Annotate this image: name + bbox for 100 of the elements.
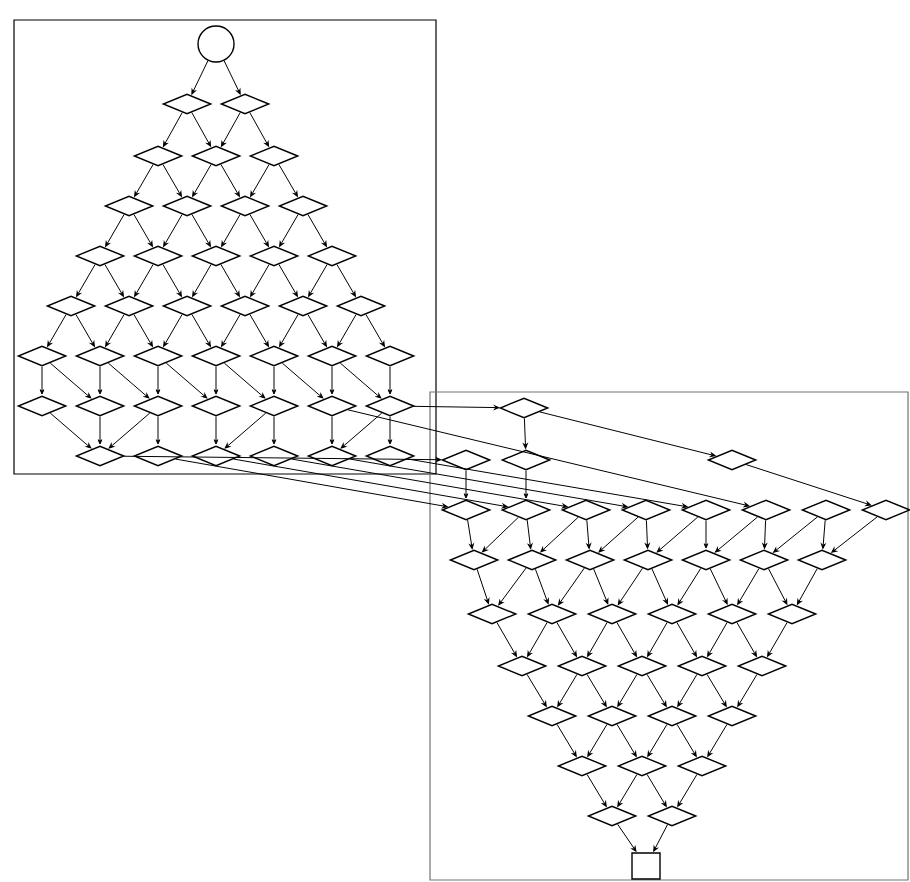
arrow [233,458,508,509]
arrow [365,314,385,347]
arrow [307,314,327,347]
arrow [279,314,299,347]
arrow [706,674,727,707]
arrow [107,362,150,399]
arrow [347,409,750,508]
arrow [656,516,699,553]
arrow [191,60,209,95]
arrow [526,519,533,550]
arrow [586,519,592,549]
arrow [155,416,161,445]
arrow [498,567,527,606]
arrow [192,164,212,197]
arrow [703,520,709,549]
arrow [340,412,383,449]
arrow [191,214,211,247]
arrow [329,366,335,395]
arrow [556,724,577,757]
arrow [192,264,212,297]
arrow [278,164,298,197]
arrow [539,411,716,457]
arrow [105,314,125,347]
arrow [651,568,668,605]
circle-node [197,25,235,63]
arrow [104,264,124,297]
arrow [49,362,92,399]
arrow [76,264,96,297]
arrow [773,516,818,553]
arrow [653,824,668,852]
arrow [540,516,579,553]
arrow [221,214,241,247]
arrow [224,412,267,449]
arrow [97,366,103,395]
arrow [677,674,698,707]
arrow [407,458,688,509]
arrow [271,416,277,445]
arrow [279,214,299,247]
arrow [387,416,393,445]
arrow [645,520,650,549]
arrow [133,214,153,247]
arrow [134,264,154,297]
arrow [213,416,219,445]
arrow [820,519,826,549]
arrow [534,568,549,605]
arrow [221,314,241,347]
arrow [496,622,517,657]
arrow [598,516,639,553]
arrow [586,674,607,707]
arrow [586,773,607,807]
arrow [105,214,125,247]
arrow [523,418,528,449]
arrow [526,674,547,707]
arrow [523,470,529,499]
arrow [558,567,585,606]
diamond-node [860,499,910,521]
arrow [762,520,767,549]
arrow [250,164,270,197]
arrow [646,674,667,707]
panel-frame [13,19,437,475]
arrow [249,112,270,147]
arrow [676,622,697,657]
arrow [191,112,212,147]
arrow [47,314,67,347]
arrow [387,366,393,395]
arrow [556,622,577,657]
arrow [745,464,872,506]
arrow [707,622,728,657]
arrow [463,470,469,499]
arrow [97,416,103,445]
arrow [223,60,241,95]
arrow [165,362,208,399]
arrow [677,773,698,807]
arrow [278,264,298,297]
arrow [175,458,448,509]
arrow [191,314,211,347]
arrow [709,568,728,605]
arrow [336,264,356,297]
arrow [616,724,637,757]
arrow [307,214,327,247]
arrow [349,458,628,509]
arrow [593,568,609,605]
arrow [291,458,568,509]
arrow [162,164,182,197]
arrow [155,366,161,395]
arrow [647,622,668,657]
arrow [647,724,668,757]
arrow [271,366,277,395]
arrow [616,622,637,657]
arrow [250,264,270,297]
arrow [213,366,219,395]
arrow [482,516,519,553]
panel-frame [429,391,909,881]
arrow [737,568,760,605]
arrow [223,362,266,399]
arrow [587,622,608,657]
arrow [617,674,638,707]
arrow [617,823,637,852]
arrow [476,568,490,604]
arrow [134,164,154,197]
